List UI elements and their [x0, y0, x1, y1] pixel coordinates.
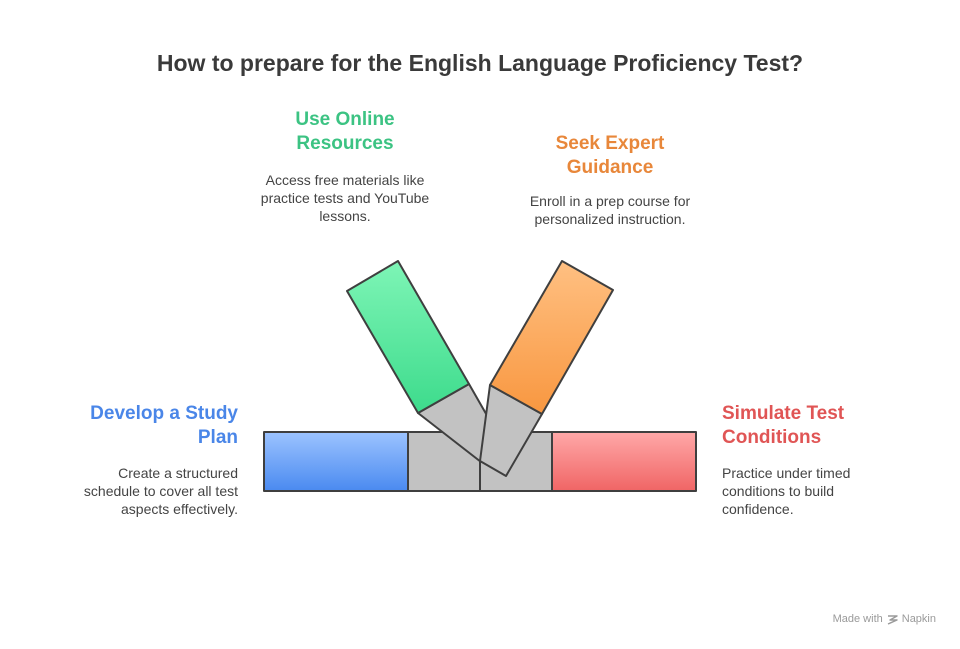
napkin-logo-icon [887, 614, 898, 625]
description-line: Create a structured [118, 465, 238, 481]
heading-line: Plan [197, 427, 238, 448]
heading-line: Conditions [722, 427, 822, 448]
description-line: Access free materials like [265, 172, 425, 188]
step-heading-simulate-test: Simulate Test Conditions [722, 402, 844, 450]
pipe-segment-expert-guidance [489, 260, 614, 415]
description-line: practice tests and YouTube [260, 190, 430, 206]
description-line: lessons. [319, 208, 371, 224]
footer-brand: Napkin [901, 613, 936, 625]
description-line: Enroll in a prep course for [529, 193, 691, 209]
pipe-segment-simulate-test [551, 431, 697, 492]
description-line: personalized instruction. [534, 211, 686, 227]
heading-line: Guidance [566, 157, 654, 178]
pipe-segment-study-plan [263, 431, 409, 492]
footer-attribution: Made with Napkin [833, 613, 936, 625]
footer-made-with: Made with [832, 613, 883, 625]
description-line: confidence. [722, 501, 794, 517]
heading-line: Use Online [295, 109, 395, 130]
heading-line: Simulate Test [722, 403, 845, 424]
description-line: aspects effectively. [121, 501, 238, 517]
heading-line: Resources [296, 133, 394, 154]
diagram-title: How to prepare for the English Language … [156, 50, 804, 76]
step-description-online-resources: Access free materials like practice test… [235, 171, 455, 225]
step-heading-study-plan: Develop a Study Plan [90, 402, 238, 450]
step-description-study-plan: Create a structured schedule to cover al… [84, 464, 238, 518]
heading-line: Seek Expert [555, 133, 665, 154]
step-description-expert-guidance: Enroll in a prep course for personalized… [500, 192, 720, 228]
step-heading-expert-guidance: Seek Expert Guidance [510, 132, 710, 180]
heading-line: Develop a Study [90, 403, 238, 424]
description-line: conditions to build [722, 483, 835, 499]
pipe-segment-online-resources [346, 260, 470, 414]
step-description-simulate-test: Practice under timed conditions to build… [722, 464, 850, 518]
step-heading-online-resources: Use Online Resources [245, 108, 445, 156]
description-line: Practice under timed [722, 465, 851, 481]
description-line: schedule to cover all test [83, 483, 238, 499]
